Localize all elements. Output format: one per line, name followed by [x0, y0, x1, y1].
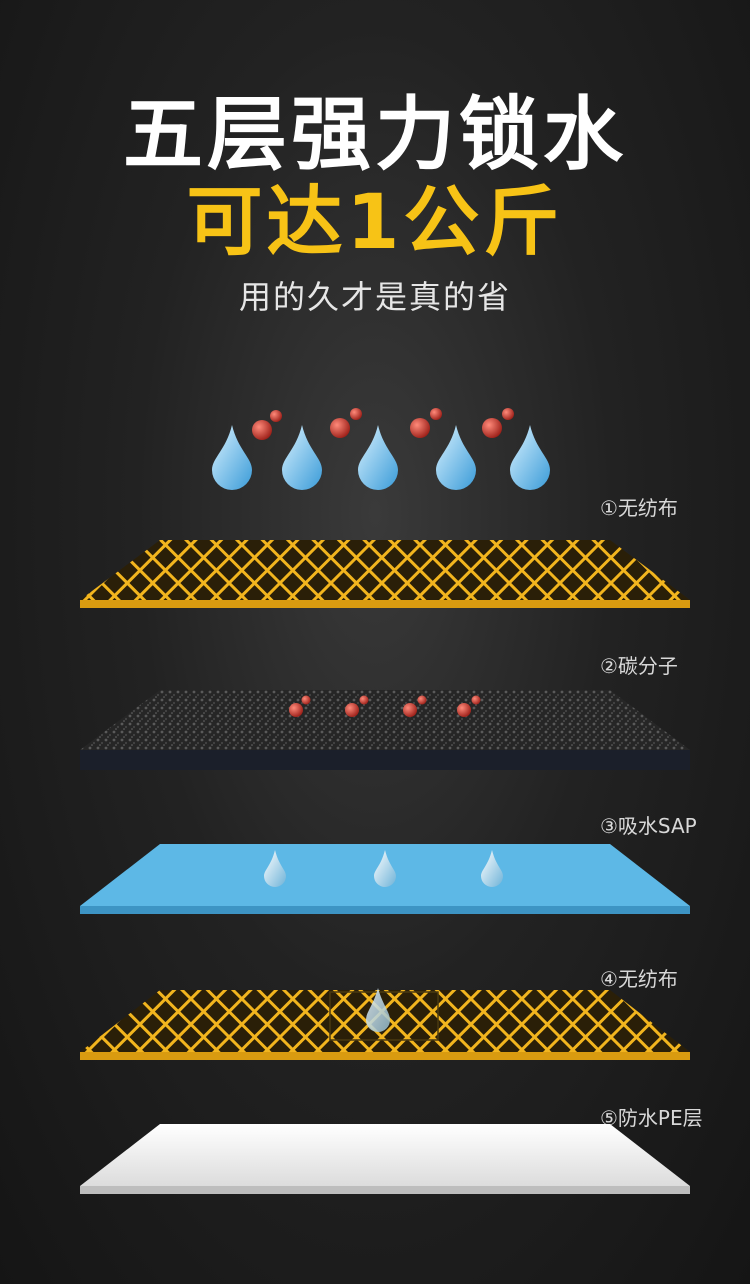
layer-carbon: [80, 690, 690, 770]
molecule-icon: [403, 695, 427, 717]
water-drop-icon: [366, 988, 390, 1032]
molecule-icon: [410, 408, 442, 438]
headline: 五层强力锁水: [123, 88, 627, 181]
layer-label-1: ①无纺布: [600, 496, 678, 520]
layer-nonwoven-bottom: [80, 988, 690, 1060]
water-drop-icon: [264, 850, 286, 887]
layer-label-2: ②碳分子: [600, 654, 678, 678]
subtitle: 用的久才是真的省: [238, 278, 511, 316]
water-drop-icon: [374, 850, 396, 887]
water-drop-icon: [481, 850, 503, 887]
molecule-icon: [252, 410, 282, 440]
molecule-icon: [457, 695, 481, 717]
layer-sap: [80, 844, 690, 914]
molecule-icon: [482, 408, 514, 438]
molecule-icon: [289, 695, 311, 717]
layer-label-5: ⑤防水PE层: [600, 1106, 703, 1130]
molecule-icon: [330, 408, 362, 438]
headline-highlight: 可达1公斤: [186, 177, 564, 266]
water-drop-icon: [358, 425, 398, 490]
layer-nonwoven-top: [80, 540, 690, 608]
molecule-icon: [345, 695, 369, 717]
water-drop-icon: [282, 425, 322, 490]
layer-pe-waterproof: [80, 1124, 690, 1194]
water-drop-icon: [510, 425, 550, 490]
layer-label-3: ③吸水SAP: [600, 814, 697, 838]
layer-label-4: ④无纺布: [600, 967, 678, 991]
water-drop-icon: [212, 425, 252, 490]
drops-and-molecules-illustration: [212, 408, 550, 490]
water-drop-icon: [436, 425, 476, 490]
